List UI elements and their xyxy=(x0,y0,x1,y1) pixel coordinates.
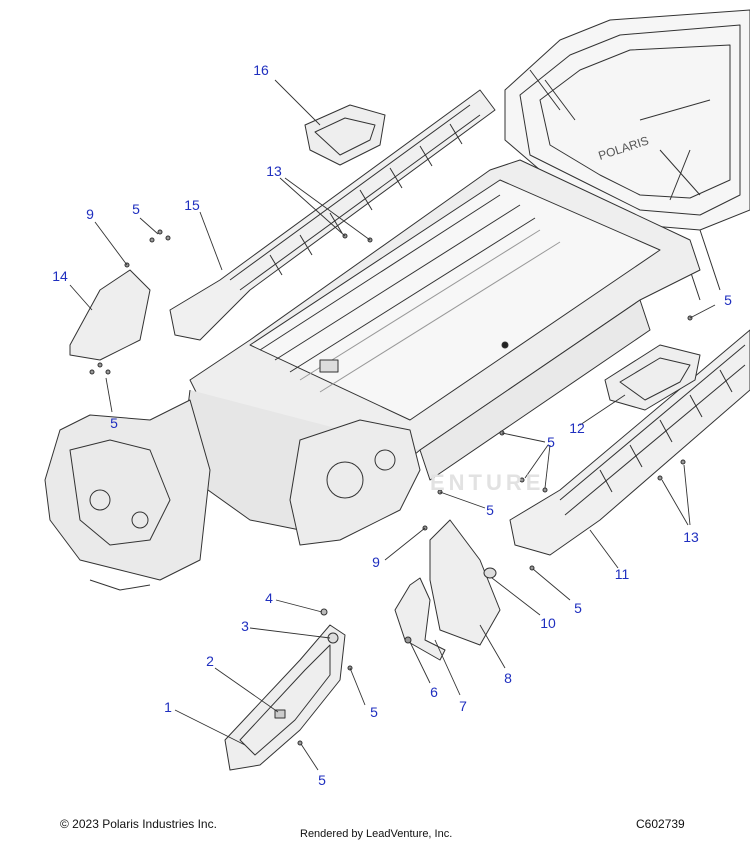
callout-11: 11 xyxy=(614,566,630,582)
leader-lines xyxy=(69,79,716,771)
side-plate xyxy=(289,419,421,546)
callout-9: 9 xyxy=(372,554,380,570)
part-14-panel xyxy=(69,269,151,361)
part-12-footrest xyxy=(604,344,701,411)
callout-13: 13 xyxy=(266,163,282,179)
front-bulkhead xyxy=(44,399,211,591)
callout-1: 1 xyxy=(164,699,172,715)
fasteners xyxy=(89,229,693,746)
callout-13: 13 xyxy=(683,529,699,545)
callout-4: 4 xyxy=(265,590,273,606)
callout-5: 5 xyxy=(574,600,582,616)
callout-8: 8 xyxy=(504,670,512,686)
callout-2: 2 xyxy=(206,653,214,669)
diagram-code: C602739 xyxy=(636,817,685,831)
part-1-side-panel xyxy=(224,608,346,771)
part-16-bracket xyxy=(304,104,386,166)
callout-7: 7 xyxy=(459,698,467,714)
rendered-by-text: Rendered by LeadVenture, Inc. xyxy=(300,828,453,840)
callout-10: 10 xyxy=(540,615,556,631)
copyright-text: © 2023 Polaris Industries Inc. xyxy=(60,817,217,831)
callout-9: 9 xyxy=(86,206,94,222)
callout-6: 6 xyxy=(430,684,438,700)
callout-5: 5 xyxy=(724,292,732,308)
rear-rack: POLARIS xyxy=(504,9,750,301)
callout-16: 16 xyxy=(253,62,269,78)
callout-5: 5 xyxy=(110,415,118,431)
callout-15: 15 xyxy=(184,197,200,213)
part-10-grommet xyxy=(483,567,497,579)
callout-12: 12 xyxy=(569,420,585,436)
callout-5: 5 xyxy=(132,201,140,217)
callout-14: 14 xyxy=(52,268,68,284)
watermark: ENTURE xyxy=(430,470,545,495)
callout-5: 5 xyxy=(370,704,378,720)
part-8-panel xyxy=(429,519,501,646)
callout-5: 5 xyxy=(486,502,494,518)
callout-3: 3 xyxy=(241,618,249,634)
part-11-running-board xyxy=(509,329,750,556)
callout-5: 5 xyxy=(547,434,555,450)
callout-5: 5 xyxy=(318,772,326,788)
part-15-running-board xyxy=(169,89,496,341)
